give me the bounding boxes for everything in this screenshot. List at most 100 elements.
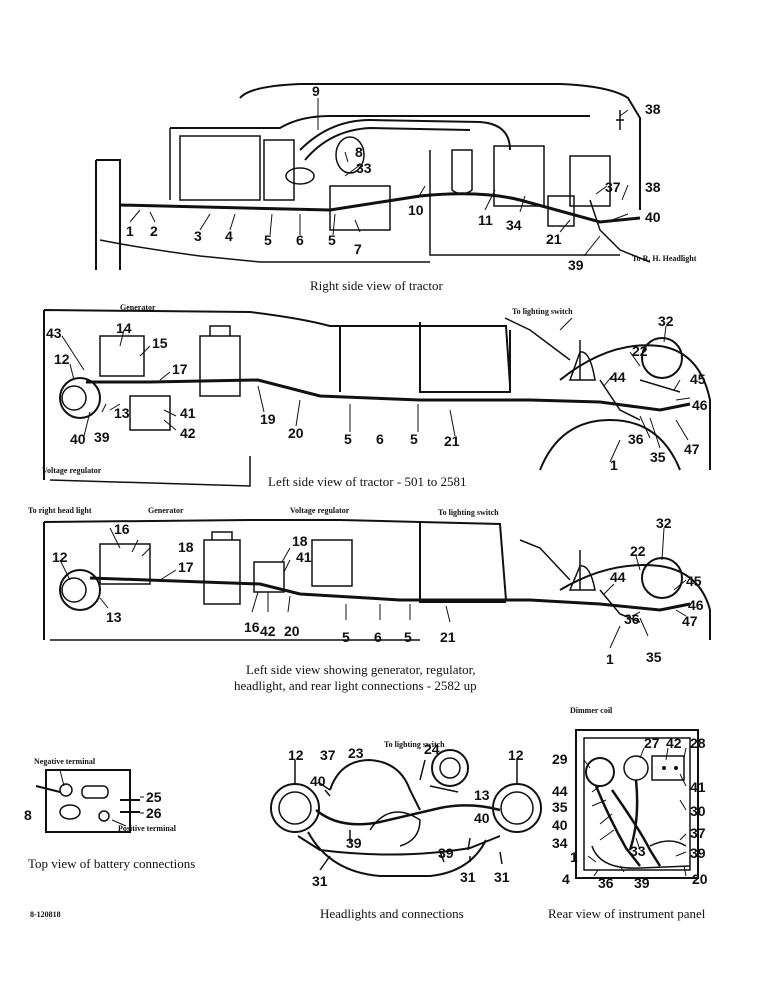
negative-terminal-note: Negative terminal (34, 757, 96, 766)
svg-text:13: 13 (114, 405, 130, 421)
svg-text:47: 47 (682, 613, 698, 629)
svg-text:42: 42 (260, 623, 276, 639)
svg-text:24: 24 (424, 741, 440, 757)
svg-text:25: 25 (146, 789, 162, 805)
svg-text:11: 11 (478, 212, 493, 228)
svg-text:1: 1 (606, 651, 614, 667)
svg-text:37: 37 (605, 179, 621, 195)
svg-text:4: 4 (562, 871, 570, 887)
svg-text:45: 45 (686, 573, 702, 589)
svg-text:5: 5 (264, 232, 272, 248)
headlights-drawing: 12 37 23 24 12 40 13 39 40 39 31 31 31 (270, 741, 542, 889)
svg-text:12: 12 (54, 351, 70, 367)
svg-text:31: 31 (460, 869, 476, 885)
svg-text:40: 40 (645, 209, 661, 225)
figure-id: 8-120818 (30, 910, 61, 919)
svg-text:20: 20 (692, 871, 708, 887)
svg-text:39: 39 (634, 875, 650, 891)
svg-text:33: 33 (356, 160, 372, 176)
svg-text:34: 34 (506, 217, 522, 233)
svg-text:22: 22 (632, 343, 648, 359)
svg-text:41: 41 (296, 549, 312, 565)
voltage-regulator-note-late: Voltage regulator (290, 506, 350, 515)
svg-text:12: 12 (52, 549, 68, 565)
svg-text:35: 35 (646, 649, 662, 665)
dimmer-coil-note: Dimmer coil (570, 706, 613, 715)
svg-text:27: 27 (644, 735, 660, 751)
svg-text:31: 31 (312, 873, 328, 889)
svg-text:5: 5 (410, 431, 418, 447)
svg-text:17: 17 (172, 361, 188, 377)
svg-text:8: 8 (24, 807, 32, 823)
svg-text:6: 6 (296, 232, 304, 248)
svg-text:39: 39 (346, 835, 362, 851)
generator-note-early: Generator (120, 303, 156, 312)
svg-text:17: 17 (178, 559, 194, 575)
svg-text:2: 2 (150, 223, 158, 239)
svg-text:1: 1 (570, 849, 578, 865)
rh-headlight-note: To R. H. Headlight (632, 254, 697, 263)
svg-text:22: 22 (630, 543, 646, 559)
left-side-late-caption-line2: headlight, and rear light connections - … (234, 678, 477, 693)
lighting-switch-note-early: To lighting switch (512, 307, 573, 316)
svg-text:37: 37 (690, 825, 706, 841)
svg-text:18: 18 (292, 533, 308, 549)
svg-text:20: 20 (284, 623, 300, 639)
svg-text:47: 47 (684, 441, 700, 457)
voltage-regulator-note-early: Voltage regulator (42, 466, 102, 475)
svg-text:16: 16 (114, 521, 130, 537)
svg-text:10: 10 (408, 202, 424, 218)
svg-text:26: 26 (146, 805, 162, 821)
svg-text:12: 12 (288, 747, 304, 763)
svg-text:18: 18 (178, 539, 194, 555)
left-side-early-caption: Left side view of tractor - 501 to 2581 (268, 474, 467, 489)
right-side-view-drawing: 1 2 3 4 5 6 5 7 8 9 33 10 11 34 21 37 38… (95, 83, 661, 273)
right-side-caption: Right side view of tractor (310, 278, 443, 293)
svg-text:15: 15 (152, 335, 168, 351)
svg-text:32: 32 (656, 515, 672, 531)
svg-text:35: 35 (650, 449, 666, 465)
svg-text:44: 44 (610, 569, 626, 585)
svg-text:7: 7 (354, 241, 362, 257)
generator-note-late: Generator (148, 506, 184, 515)
lighting-switch-note-late: To lighting switch (438, 508, 499, 517)
svg-text:44: 44 (552, 783, 568, 799)
svg-text:5: 5 (344, 431, 352, 447)
svg-text:45: 45 (690, 371, 706, 387)
svg-text:29: 29 (552, 751, 568, 767)
svg-text:19: 19 (260, 411, 276, 427)
instrument-panel-drawing: 29 27 42 28 44 41 35 30 40 37 34 33 39 1… (552, 729, 708, 891)
headlight-lighting-switch-note: To lighting switch (384, 740, 445, 749)
left-side-late-drawing: 16 18 17 12 13 16 42 20 18 41 5 6 5 21 3… (43, 515, 711, 667)
svg-text:8: 8 (355, 144, 363, 160)
svg-text:39: 39 (690, 845, 706, 861)
svg-text:30: 30 (690, 803, 706, 819)
svg-text:5: 5 (342, 629, 350, 645)
svg-text:46: 46 (688, 597, 704, 613)
svg-text:40: 40 (70, 431, 86, 447)
instrument-panel-caption: Rear view of instrument panel (548, 906, 706, 921)
svg-text:14: 14 (116, 320, 132, 336)
svg-text:41: 41 (180, 405, 196, 421)
right-head-light-note: To right head light (28, 506, 92, 515)
svg-text:31: 31 (494, 869, 510, 885)
svg-text:36: 36 (628, 431, 644, 447)
svg-text:39: 39 (438, 845, 454, 861)
svg-text:38: 38 (645, 101, 661, 117)
svg-text:36: 36 (598, 875, 614, 891)
svg-text:20: 20 (288, 425, 304, 441)
svg-text:21: 21 (440, 629, 456, 645)
svg-text:1: 1 (126, 223, 134, 239)
headlights-caption: Headlights and connections (320, 906, 464, 921)
svg-text:38: 38 (645, 179, 661, 195)
svg-text:5: 5 (328, 232, 336, 248)
svg-text:35: 35 (552, 799, 568, 815)
svg-text:40: 40 (552, 817, 568, 833)
positive-terminal-note: Positive terminal (118, 824, 176, 833)
svg-text:6: 6 (376, 431, 384, 447)
svg-text:4: 4 (225, 228, 233, 244)
svg-text:39: 39 (94, 429, 110, 445)
svg-text:16: 16 (244, 619, 260, 635)
svg-text:42: 42 (666, 735, 682, 751)
svg-text:9: 9 (312, 83, 320, 99)
